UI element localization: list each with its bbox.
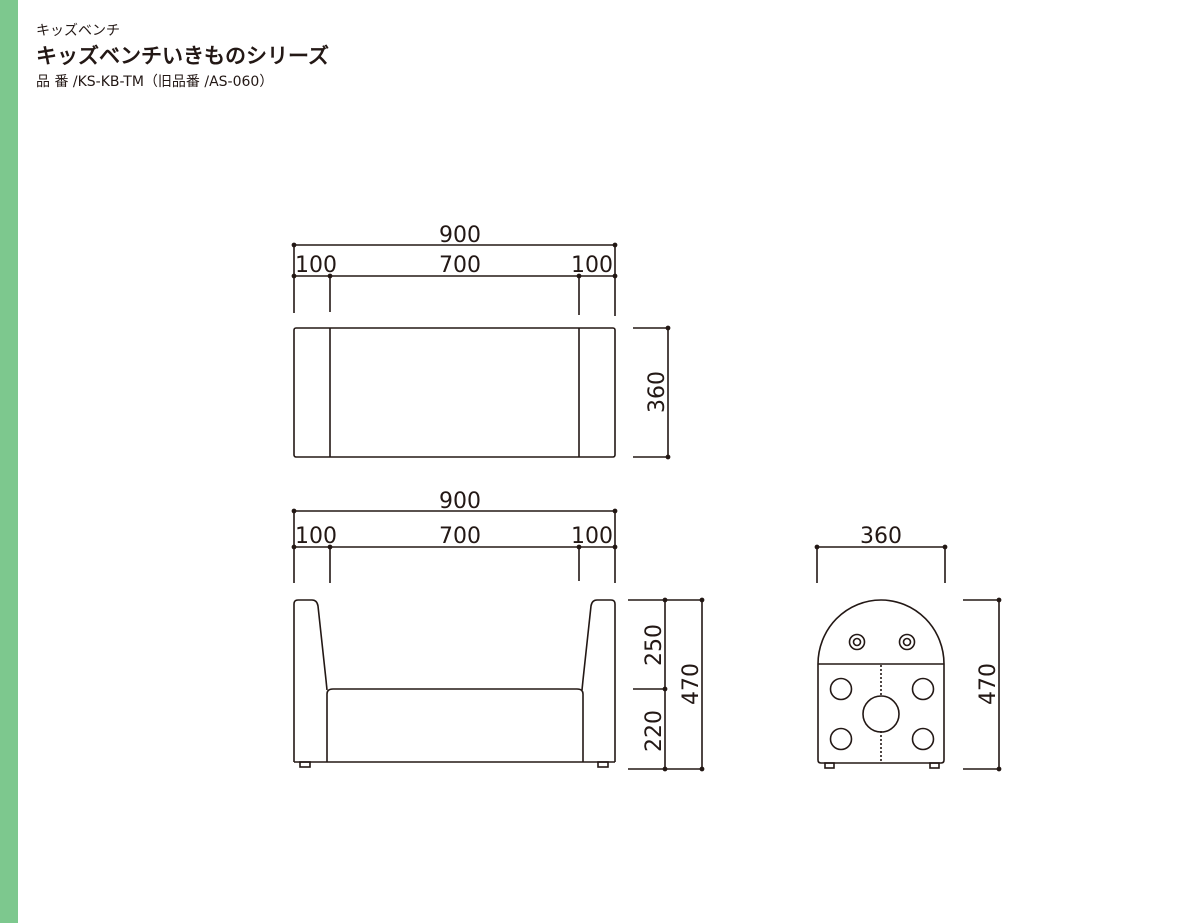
front-seat-width: 700 <box>439 524 481 549</box>
top-seat-width: 700 <box>439 253 481 278</box>
side-view: 360 470 <box>814 524 1002 772</box>
front-upper-height: 250 <box>642 624 667 666</box>
product-title: キッズベンチいきものシリーズ <box>36 44 329 68</box>
header: キッズベンチ キッズベンチいきものシリーズ 品 番 /KS-KB-TM（旧品番 … <box>36 22 329 92</box>
top-left-arm-width: 100 <box>295 253 337 278</box>
top-view: 900 100 700 100 360 <box>291 223 671 460</box>
front-overall-width: 900 <box>439 489 481 514</box>
front-view: 900 100 700 100 250 220 470 <box>291 489 705 772</box>
front-lower-height: 220 <box>642 710 667 752</box>
side-width: 360 <box>860 524 902 549</box>
side-total-height: 470 <box>976 663 1001 705</box>
category-label: キッズベンチ <box>36 23 120 39</box>
front-left-arm-width: 100 <box>295 524 337 549</box>
top-right-arm-width: 100 <box>571 253 613 278</box>
front-total-height: 470 <box>679 663 704 705</box>
front-right-arm-width: 100 <box>571 524 613 549</box>
top-overall-width: 900 <box>439 223 481 248</box>
top-depth: 360 <box>645 371 670 413</box>
accent-sidebar-bar <box>0 0 18 923</box>
product-code: 品 番 /KS-KB-TM（旧品番 /AS-060） <box>36 74 274 90</box>
